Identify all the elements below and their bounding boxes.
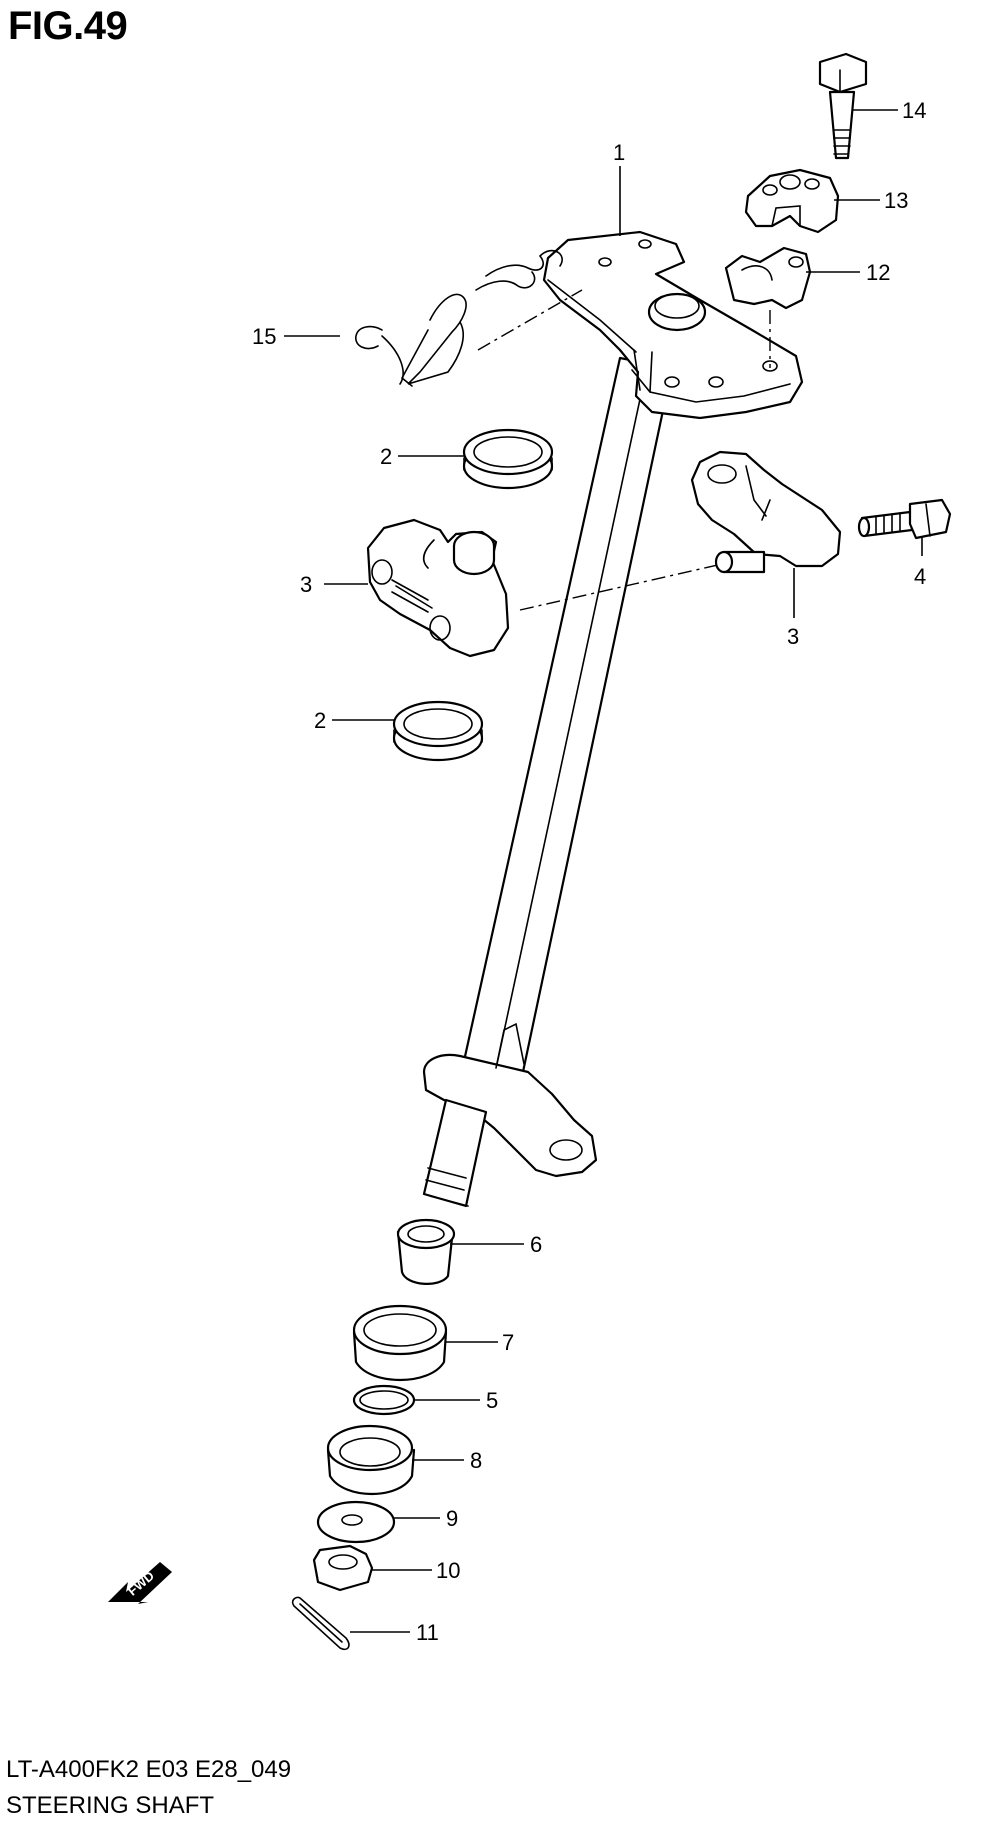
leader-lines xyxy=(284,109,923,1633)
callout-7: 7 xyxy=(502,1330,514,1355)
bolt-14-part[interactable] xyxy=(818,52,868,160)
callout-3-right: 3 xyxy=(787,624,799,649)
bolt-4-part[interactable] xyxy=(857,498,952,540)
collar-part[interactable] xyxy=(396,1218,456,1285)
cotter-pin-part[interactable] xyxy=(291,1596,350,1651)
callout-9: 9 xyxy=(446,1506,458,1531)
callout-2-upper: 2 xyxy=(380,444,392,469)
shaft-holder-left-part[interactable] xyxy=(366,518,723,658)
bearing-7-part[interactable] xyxy=(352,1304,448,1381)
callout-4: 4 xyxy=(914,564,926,589)
washer-part[interactable] xyxy=(316,1500,396,1544)
wire-clip-part[interactable] xyxy=(355,249,583,387)
callout-10: 10 xyxy=(436,1558,460,1583)
callout-1: 1 xyxy=(613,140,625,165)
callout-11: 11 xyxy=(416,1620,439,1645)
callout-labels: 14 1 13 12 15 2 3 4 3 2 6 7 5 8 9 10 11 xyxy=(252,98,926,1645)
handlebar-clamp-lower-part[interactable] xyxy=(724,246,812,368)
shaft-holder-right-part[interactable] xyxy=(690,450,842,574)
callout-8: 8 xyxy=(470,1448,482,1473)
figure-name: STEERING SHAFT xyxy=(6,1792,215,1819)
figure-code: LT-A400FK2 E03 E28_049 xyxy=(6,1756,292,1783)
callout-3-left: 3 xyxy=(300,572,312,597)
callout-12: 12 xyxy=(866,260,890,285)
callout-5: 5 xyxy=(486,1388,498,1413)
bushing-upper-part[interactable] xyxy=(462,428,554,490)
callout-13: 13 xyxy=(884,188,908,213)
bushing-lower-part[interactable] xyxy=(392,700,484,762)
o-ring-part[interactable] xyxy=(352,1384,416,1416)
figure-title: FIG.49 xyxy=(8,4,128,48)
seal-8-part[interactable] xyxy=(326,1424,416,1495)
nut-part[interactable] xyxy=(312,1544,374,1592)
forward-direction-arrow: FWD xyxy=(108,1562,172,1604)
callout-15: 15 xyxy=(252,324,276,349)
upper-bracket-part[interactable] xyxy=(542,230,804,420)
callout-6: 6 xyxy=(530,1232,542,1257)
callout-14: 14 xyxy=(902,98,926,123)
lower-shaft-arm-part[interactable] xyxy=(422,1022,598,1208)
handlebar-clamp-upper-part[interactable] xyxy=(744,168,840,234)
callout-2-lower: 2 xyxy=(314,708,326,733)
